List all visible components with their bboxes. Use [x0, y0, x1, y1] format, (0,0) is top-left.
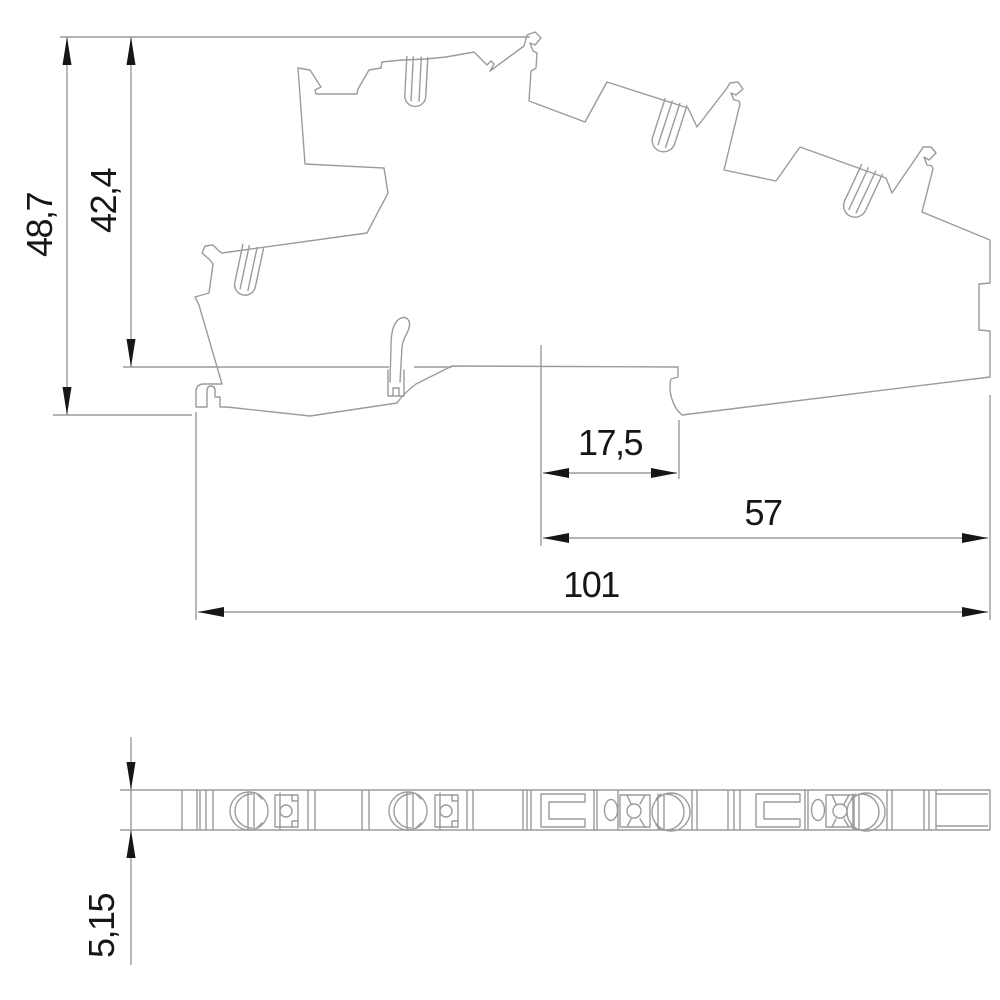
extension-lines — [53, 36, 991, 965]
screw-slot-top-left — [404, 55, 429, 108]
strip-right-inset — [936, 793, 988, 827]
screw-slot-right — [842, 163, 884, 218]
side-profile-view — [123, 31, 991, 417]
dim-label-overall-width: 101 — [563, 564, 619, 605]
dim-label-slot-offset: 17,5 — [578, 422, 643, 463]
strip-outline — [181, 789, 991, 831]
screw-terminal-3 — [540, 792, 691, 832]
bottom-view — [181, 789, 991, 832]
release-lever — [387, 316, 411, 397]
dim-label-inner-height: 42,4 — [83, 168, 124, 233]
extension-and-dimension-lines — [53, 36, 991, 965]
screw-slot-middle — [651, 98, 688, 153]
screw-slot-left — [233, 243, 265, 296]
dim-label-thickness: 5,15 — [81, 893, 122, 958]
screw-terminal-4 — [755, 792, 886, 832]
arrowheads — [62, 37, 988, 858]
dimension-labels: 48,7 42,4 17,5 57 101 5,15 — [19, 168, 783, 958]
screw-terminal-1 — [229, 791, 299, 831]
housing-outline — [194, 31, 991, 417]
screw-terminal-2 — [388, 791, 459, 831]
dim-label-partial-width: 57 — [744, 492, 782, 533]
dim-label-overall-height: 48,7 — [19, 192, 60, 257]
